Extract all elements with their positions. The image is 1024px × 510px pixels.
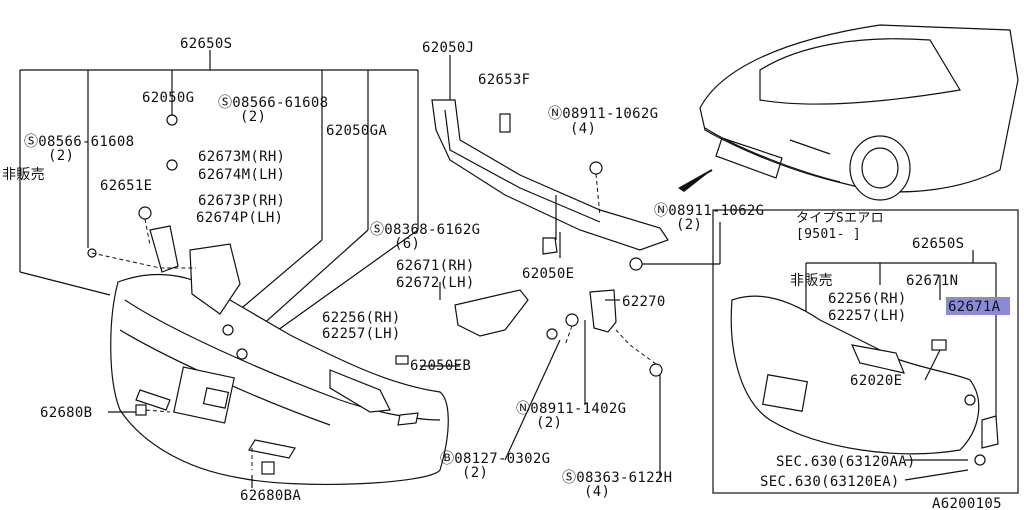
- label-nut-low-qty: (2): [536, 415, 562, 431]
- side-brackets: [149, 225, 617, 413]
- label-nut-mid-qty: (2): [676, 217, 702, 233]
- label-62672: 62672(LH): [396, 275, 475, 291]
- inset-labels: タイプSエアロ [9501- ] 62650S 非販売 62671N 62256…: [760, 211, 1001, 490]
- label-screw-upper-rh-qty: (2): [240, 109, 266, 125]
- label-62050g: 62050G: [142, 90, 194, 106]
- label-62673p: 62673P(RH): [198, 193, 285, 209]
- label-62256: 62256(RH): [322, 310, 401, 326]
- dashed-assembly-guides: [91, 173, 657, 470]
- type-s-aero-inset: [712, 209, 1019, 494]
- inset-label-62671a-highlighted[interactable]: 62671A: [948, 299, 1001, 315]
- label-nut-low: Ⓝ08911-1402G: [516, 401, 626, 417]
- inset-label-sec-630-ea: SEC.630(63120EA): [760, 474, 900, 490]
- label-62680b: 62680B: [40, 405, 92, 421]
- label-62673m: 62673M(RH): [198, 149, 285, 165]
- label-screw-low: Ⓢ08363-6122H: [562, 470, 672, 486]
- label-nut-upper-qty: (4): [570, 121, 596, 137]
- inset-label-62256: 62256(RH): [828, 291, 907, 307]
- label-62257: 62257(LH): [322, 326, 401, 342]
- part-labels: 62650S 62050G Ⓢ08566-61608 (2) Ⓢ08566-61…: [2, 36, 764, 504]
- inset-title: タイプSエアロ: [796, 211, 884, 226]
- bumper-armature: [431, 55, 713, 255]
- label-leaders: [108, 222, 721, 488]
- label-screw-upper-lh: Ⓢ08566-61608: [24, 134, 134, 150]
- label-62050eb: 62050EB: [410, 358, 471, 374]
- label-screw-upper-rh: Ⓢ08566-61608: [218, 95, 328, 111]
- diagram-id: A6200105: [932, 496, 1002, 510]
- inset-label-62020e: 62020E: [850, 373, 902, 389]
- label-not-for-sale: 非販売: [2, 167, 45, 183]
- label-nut-upper: Ⓝ08911-1062G: [548, 106, 658, 122]
- label-62050e: 62050E: [522, 266, 574, 282]
- label-62650s: 62650S: [180, 36, 232, 52]
- label-62674p: 62674P(LH): [196, 210, 283, 226]
- front-bumper-cover: [110, 273, 449, 485]
- label-62674m: 62674M(LH): [198, 167, 285, 183]
- inset-label-62671n: 62671N: [906, 273, 958, 289]
- inset-label-62650s: 62650S: [912, 236, 964, 252]
- label-62680ba: 62680BA: [240, 488, 301, 504]
- label-62050ga: 62050GA: [326, 123, 387, 139]
- label-screw-mid: Ⓢ08368-6162G: [370, 222, 480, 238]
- car-illustration: [699, 24, 1019, 201]
- label-screw-low-qty: (4): [584, 484, 610, 500]
- label-62050j: 62050J: [422, 40, 474, 56]
- inset-date: [9501- ]: [796, 227, 861, 242]
- inset-label-62257: 62257(LH): [828, 308, 907, 324]
- label-screw-mid-qty: (6): [394, 236, 420, 252]
- label-nut-mid: Ⓝ08911-1062G: [654, 203, 764, 219]
- label-bolt: Ⓑ08127-0302G: [440, 451, 550, 467]
- inset-label-sec-630-aa: SEC.630(63120AA): [776, 454, 916, 470]
- label-62270: 62270: [622, 294, 666, 310]
- label-screw-upper-lh-qty: (2): [48, 148, 74, 164]
- inset-not-for-sale: 非販売: [790, 273, 833, 289]
- label-62653f: 62653F: [478, 72, 530, 88]
- label-62651e: 62651E: [100, 178, 152, 194]
- label-62671: 62671(RH): [396, 258, 475, 274]
- label-bolt-qty: (2): [462, 465, 488, 481]
